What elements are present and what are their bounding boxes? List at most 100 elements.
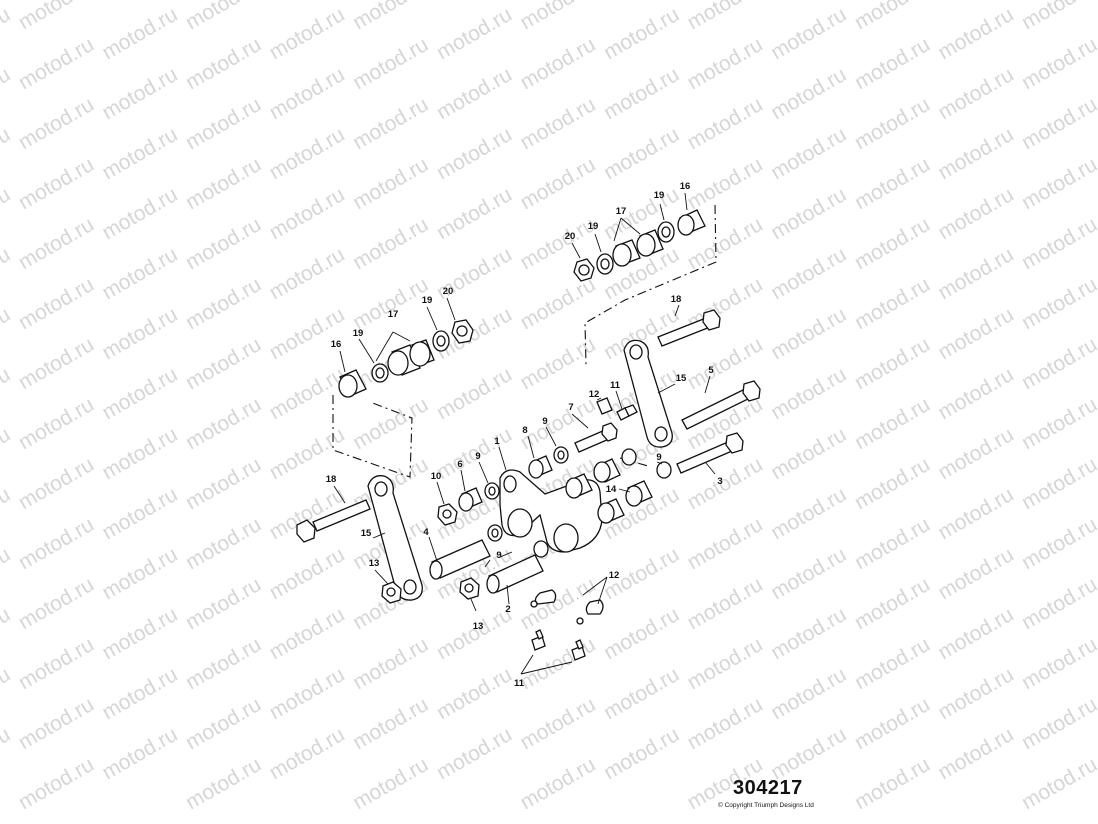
watermark-text: motod.ru bbox=[1018, 33, 1098, 94]
watermark-text: motod.ru bbox=[349, 33, 432, 94]
watermark-text: motod.ru bbox=[851, 693, 934, 754]
callout-12-a: 12 bbox=[589, 389, 600, 400]
callout-16-a: 16 bbox=[331, 339, 342, 350]
watermark-text: motod.ru bbox=[767, 423, 850, 484]
spindle-4 bbox=[429, 539, 491, 580]
watermark-text: motod.ru bbox=[1018, 213, 1098, 274]
watermark-text: motod.ru bbox=[15, 573, 98, 634]
watermark-text: motod.ru bbox=[433, 123, 516, 184]
washer-9-c bbox=[533, 540, 549, 558]
watermark-text: motod.ru bbox=[851, 753, 934, 814]
cap-12-bottom-left bbox=[530, 589, 557, 608]
watermark-text: motod.ru bbox=[600, 603, 683, 664]
bolt-18-right bbox=[657, 309, 721, 347]
watermark-text: motod.ru bbox=[1018, 153, 1098, 214]
watermark-text: motod.ru bbox=[182, 333, 265, 394]
watermark-text: motod.ru bbox=[1018, 693, 1098, 754]
watermark-text: motod.ru bbox=[265, 363, 348, 424]
callout-18-a: 18 bbox=[326, 474, 337, 485]
watermark-text: motod.ru bbox=[516, 273, 599, 334]
watermark-text: motod.ru bbox=[182, 0, 265, 34]
watermark-text: motod.ru bbox=[767, 243, 850, 304]
callout-9-b: 9 bbox=[542, 416, 547, 427]
watermark-text: motod.ru bbox=[600, 723, 683, 784]
bushes-17-right bbox=[612, 229, 664, 267]
watermark-text: motod.ru bbox=[433, 363, 516, 424]
callout-labels: 1 2 3 4 5 6 7 8 9 9 9 9 10 11 11 12 12 1… bbox=[326, 181, 723, 689]
watermark-text: motod.ru bbox=[683, 153, 766, 214]
callout-19-a: 19 bbox=[353, 328, 364, 339]
watermark-text: motod.ru bbox=[0, 363, 14, 424]
watermark-text: motod.ru bbox=[0, 543, 14, 604]
callout-17-a: 17 bbox=[388, 309, 399, 320]
watermark-text: motod.ru bbox=[349, 93, 432, 154]
watermark-text: motod.ru bbox=[15, 153, 98, 214]
callout-17-b: 17 bbox=[616, 206, 627, 217]
callout-2: 2 bbox=[505, 604, 510, 615]
watermark-text: motod.ru bbox=[516, 33, 599, 94]
callout-5: 5 bbox=[708, 365, 714, 376]
watermark-text: motod.ru bbox=[851, 93, 934, 154]
watermark-text: motod.ru bbox=[98, 723, 181, 784]
watermark-text: motod.ru bbox=[15, 273, 98, 334]
watermark-text: motod.ru bbox=[1018, 93, 1098, 154]
watermark-text: motod.ru bbox=[1018, 753, 1098, 814]
watermark-text: motod.ru bbox=[934, 603, 1017, 664]
watermark-text: motod.ru bbox=[265, 243, 348, 304]
watermark-text: motod.ru bbox=[934, 423, 1017, 484]
watermark-text: motod.ru bbox=[851, 573, 934, 634]
callout-15-a: 15 bbox=[361, 528, 372, 539]
watermark-text: motod.ru bbox=[265, 183, 348, 244]
watermark-text: motod.ru bbox=[98, 603, 181, 664]
watermark-text: motod.ru bbox=[1018, 393, 1098, 454]
watermark-text: motod.ru bbox=[767, 123, 850, 184]
nut-20-left bbox=[451, 319, 474, 344]
watermark-text: motod.ru bbox=[600, 3, 683, 64]
callout-16-b: 16 bbox=[680, 181, 691, 192]
watermark-text: motod.ru bbox=[851, 33, 934, 94]
watermark-text: motod.ru bbox=[0, 123, 14, 184]
right-upper-bush-set bbox=[573, 209, 706, 282]
watermark-text: motod.ru bbox=[98, 543, 181, 604]
watermark-text: motod.ru bbox=[15, 393, 98, 454]
watermark-text: motod.ru bbox=[98, 363, 181, 424]
watermark-text: motod.ru bbox=[934, 63, 1017, 124]
watermark-text: motod.ru bbox=[516, 633, 599, 694]
watermark-text: motod.ru bbox=[182, 153, 265, 214]
watermark-text: motod.ru bbox=[349, 153, 432, 214]
watermark-text: motod.ru bbox=[15, 633, 98, 694]
watermark-text: motod.ru bbox=[934, 723, 1017, 784]
watermark-text: motod.ru bbox=[349, 273, 432, 334]
watermark-text: motod.ru bbox=[98, 423, 181, 484]
washer-9-e bbox=[621, 448, 637, 466]
watermark-text: motod.ru bbox=[15, 33, 98, 94]
watermark-text: motod.ru bbox=[182, 453, 265, 514]
watermark-text: motod.ru bbox=[516, 573, 599, 634]
callout-14: 14 bbox=[606, 484, 617, 495]
watermark-text: motod.ru bbox=[767, 723, 850, 784]
watermark-text: motod.ru bbox=[98, 183, 181, 244]
callout-12-b: 12 bbox=[609, 570, 620, 581]
bolt-5 bbox=[681, 380, 761, 430]
watermark-text: motod.ru bbox=[15, 513, 98, 574]
watermark-text: motod.ru bbox=[349, 753, 432, 814]
callout-9-a: 9 bbox=[475, 451, 480, 462]
callout-10: 10 bbox=[431, 471, 442, 482]
watermark-text: motod.ru bbox=[0, 483, 14, 544]
callout-11-a: 11 bbox=[610, 380, 621, 391]
watermark-text: motod.ru bbox=[0, 723, 14, 784]
nut-13-center bbox=[459, 577, 480, 600]
watermark-text: motod.ru bbox=[265, 603, 348, 664]
watermark-text: motod.ru bbox=[516, 0, 599, 34]
watermark-text: motod.ru bbox=[934, 123, 1017, 184]
watermark-text: motod.ru bbox=[349, 693, 432, 754]
watermark-text: motod.ru bbox=[767, 543, 850, 604]
watermark-text: motod.ru bbox=[600, 123, 683, 184]
callout-18-b: 18 bbox=[671, 294, 682, 305]
bolt-3 bbox=[676, 432, 744, 474]
watermark-text: motod.ru bbox=[934, 183, 1017, 244]
bush-8 bbox=[528, 455, 553, 479]
nut-10 bbox=[437, 503, 458, 526]
callout-1: 1 bbox=[494, 436, 500, 447]
